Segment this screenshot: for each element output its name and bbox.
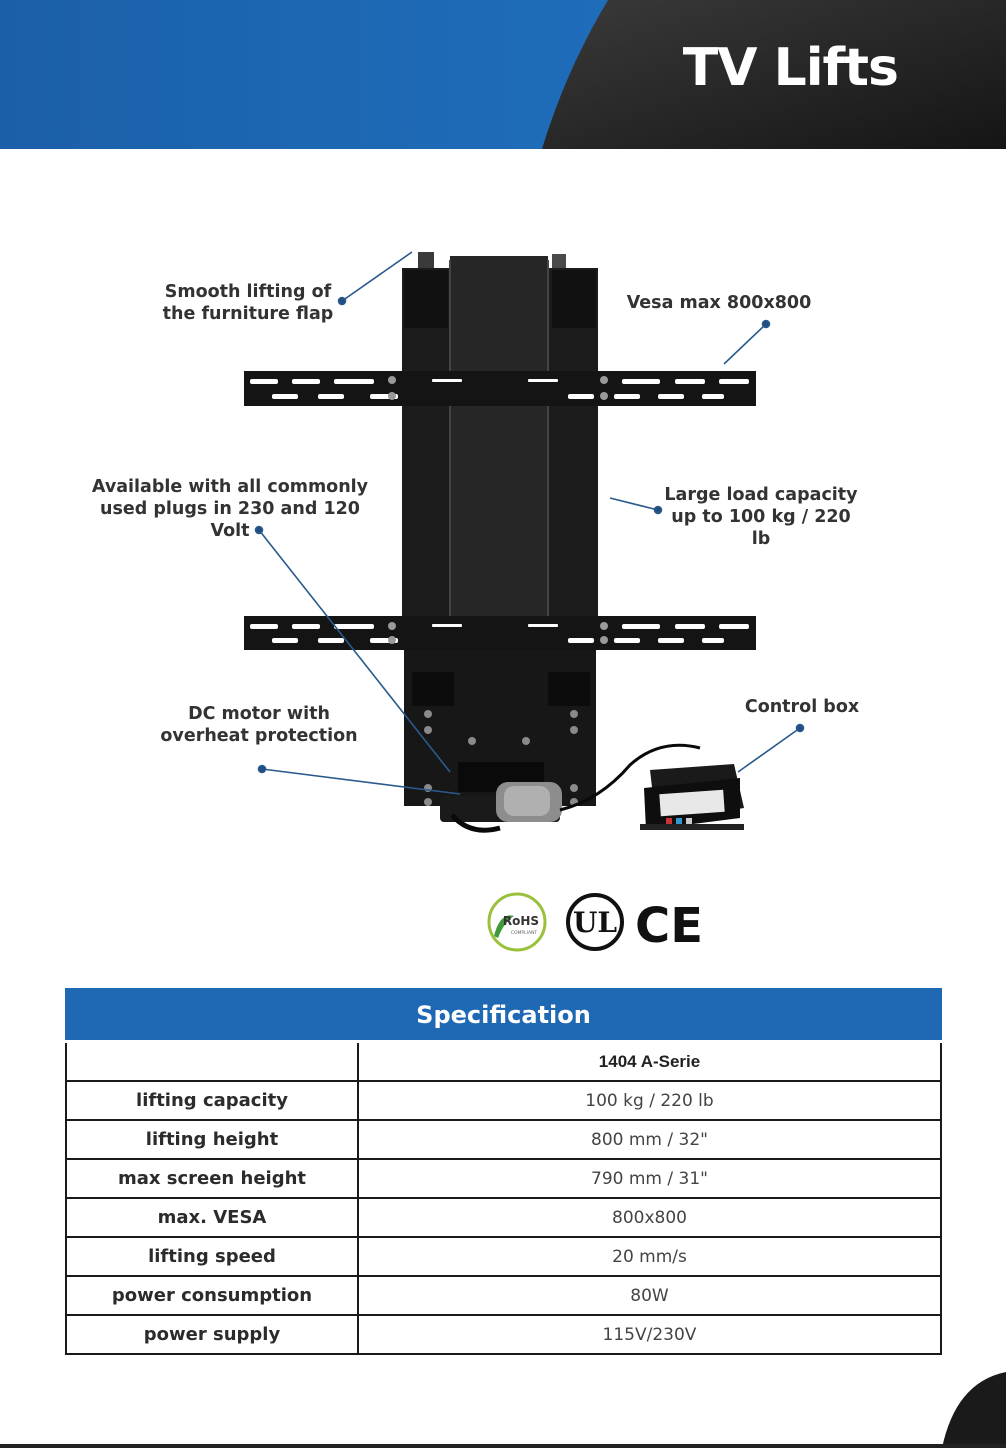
spec-label: max. VESA: [65, 1197, 359, 1238]
table-row: lifting capacity 100 kg / 220 lb: [65, 1080, 942, 1121]
corner-decoration: [942, 1372, 1006, 1448]
spec-label: lifting speed: [65, 1236, 359, 1277]
rohs-icon: RoHS COMPLIANT: [487, 892, 547, 952]
spec-value: 800x800: [357, 1197, 942, 1238]
spec-title: Specification: [65, 988, 942, 1043]
table-row: max. VESA 800x800: [65, 1197, 942, 1238]
ul-icon: UL: [566, 893, 624, 951]
svg-text:RoHS: RoHS: [503, 914, 539, 928]
table-row: 1404 A-Serie: [65, 1040, 942, 1082]
callout-plugs: Available with all commonly used plugs i…: [91, 477, 369, 541]
table-row: power supply 115V/230V: [65, 1314, 942, 1355]
svg-text:CE: CE: [635, 898, 703, 954]
page-title: TV Lifts: [682, 38, 899, 98]
table-row: power consumption 80W: [65, 1275, 942, 1316]
tv-lift-product-image: [244, 251, 805, 833]
callout-smooth-lifting: Smooth lifting of the furniture flap: [162, 282, 334, 324]
header-background: [0, 0, 1006, 149]
table-row: lifting height 800 mm / 32": [65, 1119, 942, 1160]
spec-label: max screen height: [65, 1158, 359, 1199]
header-banner: TV Lifts: [0, 0, 1006, 149]
spec-label: lifting height: [65, 1119, 359, 1160]
table-row: lifting speed 20 mm/s: [65, 1236, 942, 1277]
bottom-rule: [0, 1444, 1006, 1448]
svg-text:UL: UL: [573, 906, 617, 939]
product-illustration: Smooth lifting of the furniture flap Ves…: [0, 240, 1006, 860]
callout-dc-motor: DC motor with overheat protection: [160, 704, 358, 746]
specification-table: Specification 1404 A-Serie lifting capac…: [65, 988, 942, 1355]
svg-text:COMPLIANT: COMPLIANT: [511, 930, 538, 936]
spec-value: 20 mm/s: [357, 1236, 942, 1277]
spec-value: 80W: [357, 1275, 942, 1316]
certification-logos: RoHS COMPLIANT UL CE: [484, 888, 704, 956]
table-row: max screen height 790 mm / 31": [65, 1158, 942, 1199]
spec-value: 790 mm / 31": [357, 1158, 942, 1199]
spec-value: 115V/230V: [357, 1314, 942, 1355]
callout-load-capacity: Large load capacity up to 100 kg / 220 l…: [664, 485, 858, 549]
spec-model: 1404 A-Serie: [357, 1040, 942, 1082]
spec-label: power consumption: [65, 1275, 359, 1316]
spec-value: 800 mm / 32": [357, 1119, 942, 1160]
spec-value: 100 kg / 220 lb: [357, 1080, 942, 1121]
control-box-icon: [640, 764, 744, 830]
spec-label: lifting capacity: [65, 1080, 359, 1121]
ce-icon: CE: [635, 898, 703, 954]
callout-vesa: Vesa max 800x800: [626, 293, 812, 313]
callout-control-box: Control box: [744, 697, 860, 717]
spec-label: power supply: [65, 1314, 359, 1355]
spec-header-blank: [65, 1040, 359, 1082]
